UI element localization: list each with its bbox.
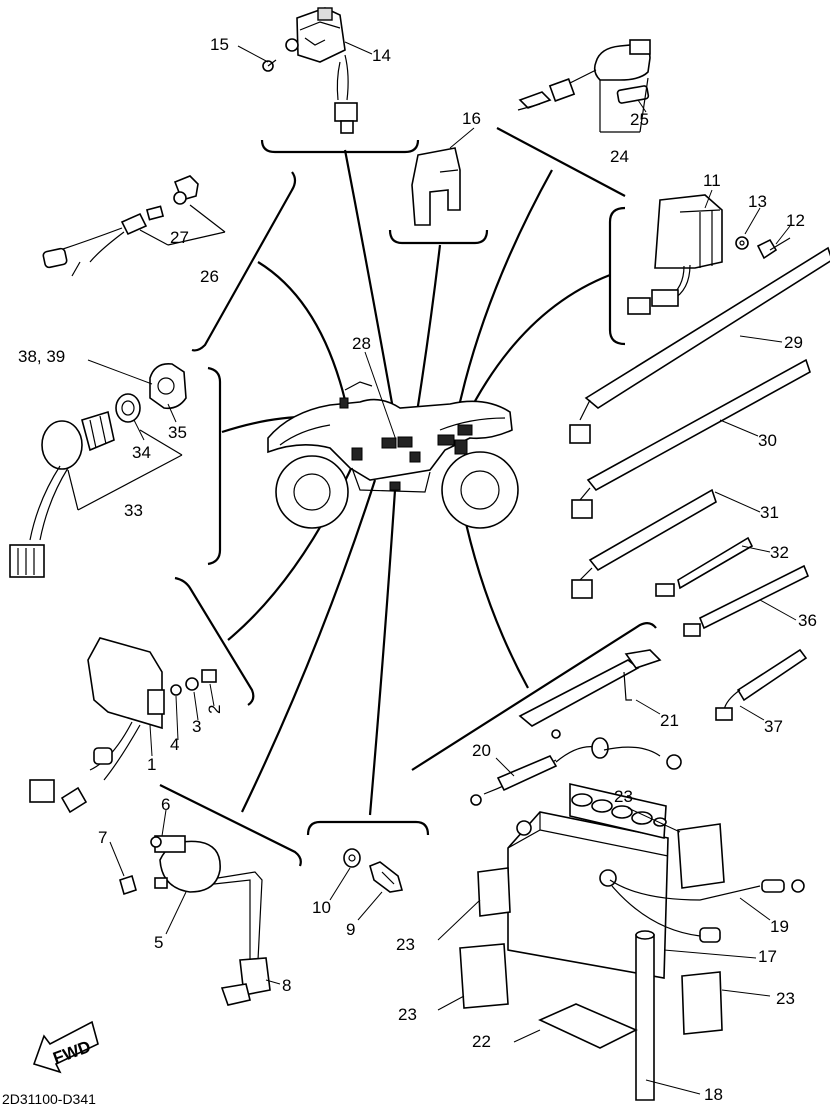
- rectifier-regulator-assembly: [627, 194, 791, 315]
- callout-4: 4: [170, 735, 179, 754]
- callout-29: 29: [784, 333, 803, 352]
- callout-21: 21: [660, 711, 679, 730]
- callout-12: 12: [786, 211, 805, 230]
- callout-18: 18: [704, 1085, 723, 1104]
- pressure-switch-assembly: [343, 848, 404, 893]
- callout-13: 13: [748, 192, 767, 211]
- drawing-code: 2D31100-D341: [2, 1091, 96, 1107]
- fwd-arrow: [32, 1020, 99, 1074]
- callout-11: 11: [703, 171, 721, 190]
- callout-20: 20: [472, 741, 491, 760]
- callout-37: 37: [764, 717, 783, 736]
- callout-labels: 15 14 16 25 24 11 13 12 27 26 29 28 38, …: [18, 35, 817, 1104]
- cable-ties: [569, 246, 830, 721]
- callout-15: 15: [210, 35, 229, 54]
- callout-27: 27: [170, 228, 189, 247]
- callout-3: 3: [192, 717, 201, 736]
- callout-36: 36: [798, 611, 817, 630]
- callout-31: 31: [760, 503, 779, 522]
- fuse-holder-assembly: [517, 39, 651, 133]
- callout-35: 35: [168, 423, 187, 442]
- callout-5: 5: [154, 933, 163, 952]
- callout-9: 9: [346, 920, 355, 939]
- callout-10: 10: [312, 898, 331, 917]
- routing-lines: [159, 127, 657, 867]
- callout-24: 24: [610, 147, 629, 166]
- callout-38-39: 38, 39: [18, 347, 65, 366]
- callout-28: 28: [352, 334, 371, 353]
- callout-32: 32: [770, 543, 789, 562]
- callout-19: 19: [770, 917, 789, 936]
- ignition-coil-assembly: [119, 835, 271, 1006]
- callout-6: 6: [161, 795, 170, 814]
- callout-23-right: 23: [776, 989, 795, 1008]
- callout-26: 26: [200, 267, 219, 286]
- callout-34: 34: [132, 443, 151, 462]
- cdi-unit-assembly: [29, 637, 217, 814]
- starter-relay-assembly: [262, 7, 358, 134]
- callout-1: 1: [147, 755, 156, 774]
- callout-30: 30: [758, 431, 777, 450]
- callout-2: 2: [205, 705, 224, 714]
- callout-7: 7: [98, 828, 107, 847]
- callout-23-left-lower: 23: [398, 1005, 417, 1024]
- callout-23-left-upper: 23: [396, 935, 415, 954]
- callout-23-top: 23: [614, 787, 633, 806]
- cover-16: [411, 147, 461, 226]
- callout-16: 16: [462, 109, 481, 128]
- battery-assembly: [459, 649, 805, 1101]
- sensor-assembly-26: [42, 175, 226, 277]
- callout-14: 14: [372, 46, 391, 65]
- callout-8: 8: [282, 976, 291, 995]
- callout-17: 17: [758, 947, 777, 966]
- main-switch-assembly: [9, 362, 187, 578]
- callout-25: 25: [630, 110, 649, 129]
- callout-22: 22: [472, 1032, 491, 1051]
- callout-33: 33: [124, 501, 143, 520]
- leader-lines: [87, 41, 797, 1095]
- atv-vehicle: [267, 381, 519, 529]
